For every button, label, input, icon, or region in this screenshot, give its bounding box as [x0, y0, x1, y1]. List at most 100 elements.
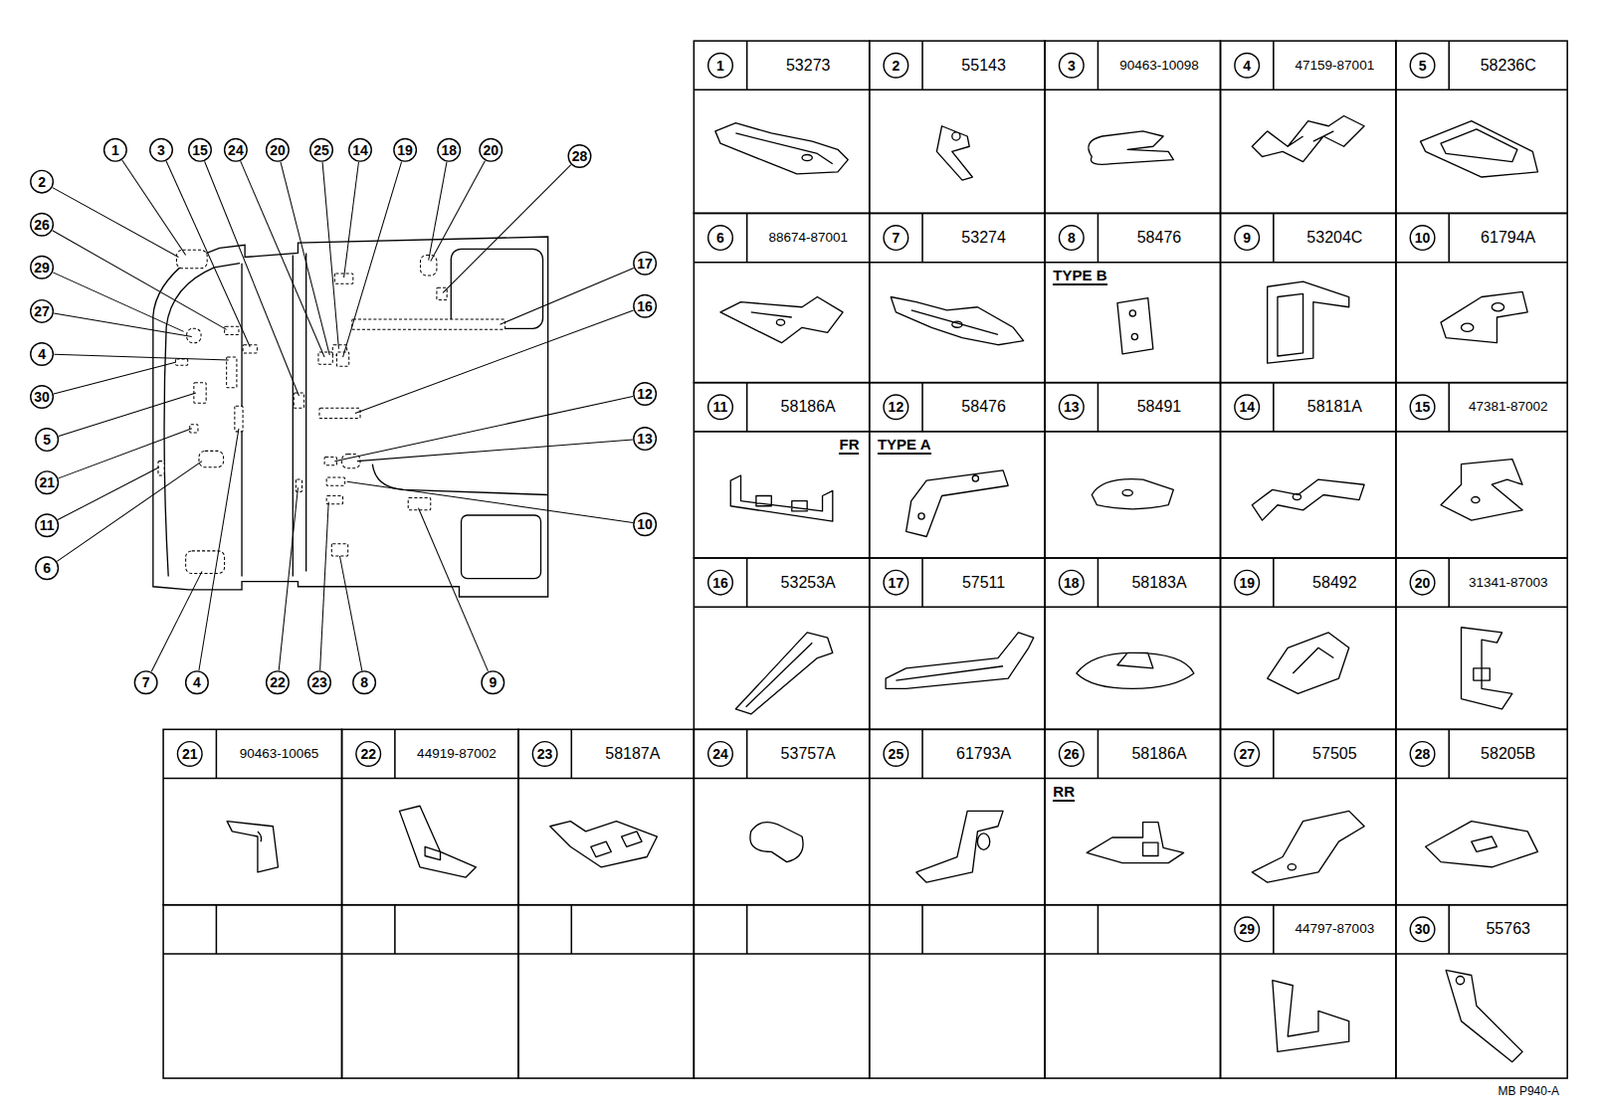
part-number: 58205B [1480, 746, 1536, 763]
leader-line [344, 162, 360, 278]
part-sketch [890, 297, 1023, 346]
table-rule [1220, 729, 1397, 779]
variant-note: RR [1052, 784, 1075, 802]
callout-circle [1234, 742, 1260, 768]
callout-circle [633, 427, 657, 451]
part-sketch [1251, 810, 1365, 883]
callout-number: 1 [716, 58, 725, 73]
table-rule [1044, 729, 1220, 779]
part-location [336, 352, 349, 367]
table-cell [693, 40, 869, 213]
table-rule [1220, 558, 1397, 607]
table-cell [693, 729, 869, 905]
callout-number: 11 [713, 400, 729, 414]
callout-number: 7 [891, 230, 900, 245]
part-sketch [730, 475, 833, 522]
part-location [234, 405, 243, 432]
table-rule [1044, 905, 1220, 955]
body-outline [153, 236, 549, 598]
callout-circle [1234, 395, 1260, 420]
table-cell [1396, 558, 1568, 730]
table-rule [1044, 383, 1220, 432]
callout-number: 21 [182, 747, 199, 762]
table-cell [1220, 212, 1397, 383]
callout-number: 4 [1242, 58, 1251, 73]
part-sketch [1088, 131, 1174, 166]
table-cell [1220, 729, 1397, 905]
callout-number: 26 [33, 217, 50, 232]
callout-circle [30, 300, 54, 324]
callout-number: 29 [33, 260, 50, 275]
leader-line [151, 571, 202, 672]
callout-circle [1409, 917, 1435, 943]
table-rule [1396, 729, 1568, 779]
part-location [226, 357, 237, 389]
callout-circle [479, 139, 503, 163]
leader-line [357, 439, 633, 462]
part-number: 58476 [961, 399, 1006, 415]
callout-circle [1058, 52, 1084, 78]
callout-circle [1409, 52, 1435, 78]
callout-circle [1234, 52, 1260, 78]
leader-line [240, 161, 325, 358]
table-cell [1044, 558, 1220, 730]
callout-circle [1409, 570, 1435, 596]
callout-number: 14 [1238, 400, 1255, 414]
part-number: 58187A [604, 746, 660, 763]
callout-circle [1234, 225, 1260, 251]
callout-number: 14 [352, 143, 369, 158]
callout-circle [481, 671, 505, 695]
part-sketch [1420, 121, 1539, 178]
leader-line [347, 481, 633, 523]
callouts [30, 139, 657, 695]
callout-number: 27 [1238, 747, 1255, 762]
body-line [153, 236, 549, 598]
table-cell [693, 905, 869, 1079]
leader-line [199, 428, 239, 671]
callout-circle [1409, 395, 1435, 420]
callout-circle [708, 52, 734, 78]
table-cell [869, 905, 1045, 1079]
part-number: 61793A [956, 746, 1011, 763]
callout-circle [1058, 570, 1084, 596]
callout-circle [189, 139, 212, 163]
callout-circle [1234, 570, 1260, 596]
callout-number: 4 [193, 675, 201, 690]
leader-line [430, 161, 486, 262]
table-cell [163, 729, 342, 905]
callout-circle [30, 256, 54, 280]
leader-line [58, 428, 193, 479]
callout-circle [1409, 742, 1435, 768]
callout-number: 10 [636, 517, 653, 532]
part-location [224, 326, 239, 335]
callout-number: 28 [572, 149, 589, 164]
table-cell [1220, 383, 1397, 559]
callout-circle [349, 139, 373, 163]
callout-circle [437, 139, 461, 163]
callout-number: 25 [888, 747, 905, 762]
parts-table [163, 40, 1568, 1079]
callout-number: 1 [111, 143, 120, 158]
part-location [158, 461, 165, 476]
leader-line [280, 162, 330, 356]
leader-line [343, 162, 402, 358]
part-location [352, 319, 506, 330]
part-number: 53204C [1306, 229, 1363, 246]
table-cell [518, 905, 694, 1079]
callout-circle [1234, 917, 1260, 943]
part-sketch [735, 632, 832, 715]
part-number: 53273 [786, 57, 831, 74]
part-sketch [1251, 115, 1365, 162]
part-sketches [226, 115, 1538, 1062]
callout-circle [266, 671, 290, 695]
part-location [295, 479, 302, 492]
table-cell [869, 558, 1045, 730]
callout-number: 24 [227, 143, 244, 158]
table-cell [1396, 905, 1568, 1079]
table-rule [1220, 40, 1397, 90]
part-sketch [226, 821, 278, 873]
table-rule [518, 729, 694, 779]
callout-circle [35, 514, 59, 538]
table-rule [1220, 212, 1397, 262]
part-sketch [1086, 822, 1184, 864]
